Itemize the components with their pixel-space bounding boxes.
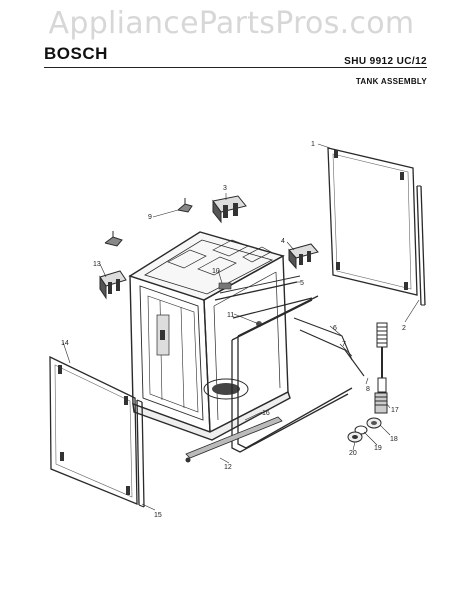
part-5-rod (214, 275, 301, 301)
callout-16: 16 (262, 410, 270, 417)
callout-15: 15 (154, 512, 162, 519)
section-title: TANK ASSEMBLY (355, 77, 427, 86)
callout-3: 3 (223, 185, 227, 192)
callout-6: 6 (333, 325, 337, 332)
callout-12: 12 (224, 464, 232, 471)
tank-body (128, 231, 291, 441)
callout-5: 5 (300, 280, 304, 287)
part-17-fitting (374, 392, 388, 414)
callout-17: 17 (391, 407, 399, 414)
part-13-left-bracket (99, 270, 127, 300)
part-8-hose (376, 322, 388, 393)
callout-9: 9 (148, 214, 152, 221)
callout-14: 14 (61, 340, 69, 347)
callout-18: 18 (390, 436, 398, 443)
header-divider (44, 67, 427, 68)
part-1-side-panel (327, 147, 418, 296)
part-2-trim-strip (416, 185, 426, 306)
part-7-rail (299, 329, 365, 377)
callout-10: 10 (212, 268, 220, 275)
leader-lines (62, 143, 420, 511)
callout-labels: 1 2 3 4 5 6 7 8 9 10 11 12 13 14 15 16 1… (61, 141, 406, 519)
part-14-side-panel (49, 355, 138, 505)
part-20-seal (347, 431, 363, 443)
part-11-spray-pipe (232, 297, 313, 327)
callout-11: 11 (227, 312, 234, 319)
callout-4: 4 (281, 238, 285, 245)
callout-13: 13 (93, 261, 101, 268)
callout-8: 8 (366, 386, 370, 393)
part-4-side-latch (288, 243, 319, 270)
part-3-top-bracket (212, 195, 247, 224)
part-9-clips (104, 198, 193, 247)
callout-7: 7 (342, 341, 346, 348)
part-12-plinth (185, 416, 283, 463)
part-6-rail (293, 317, 353, 361)
part-16-frame-tube (231, 295, 353, 453)
watermark-text: AppliancePartsPros.com (48, 6, 415, 41)
brand-logo: BOSCH (44, 44, 108, 63)
callout-1: 1 (311, 141, 315, 148)
callout-19: 19 (374, 445, 382, 452)
part-18-nut (366, 417, 382, 429)
model-number: SHU 9912 UC/12 (344, 56, 427, 67)
callout-2: 2 (402, 325, 406, 332)
part-15-trim-strip (136, 399, 145, 508)
callout-20: 20 (349, 450, 357, 457)
part-10-top-clip (218, 282, 232, 290)
